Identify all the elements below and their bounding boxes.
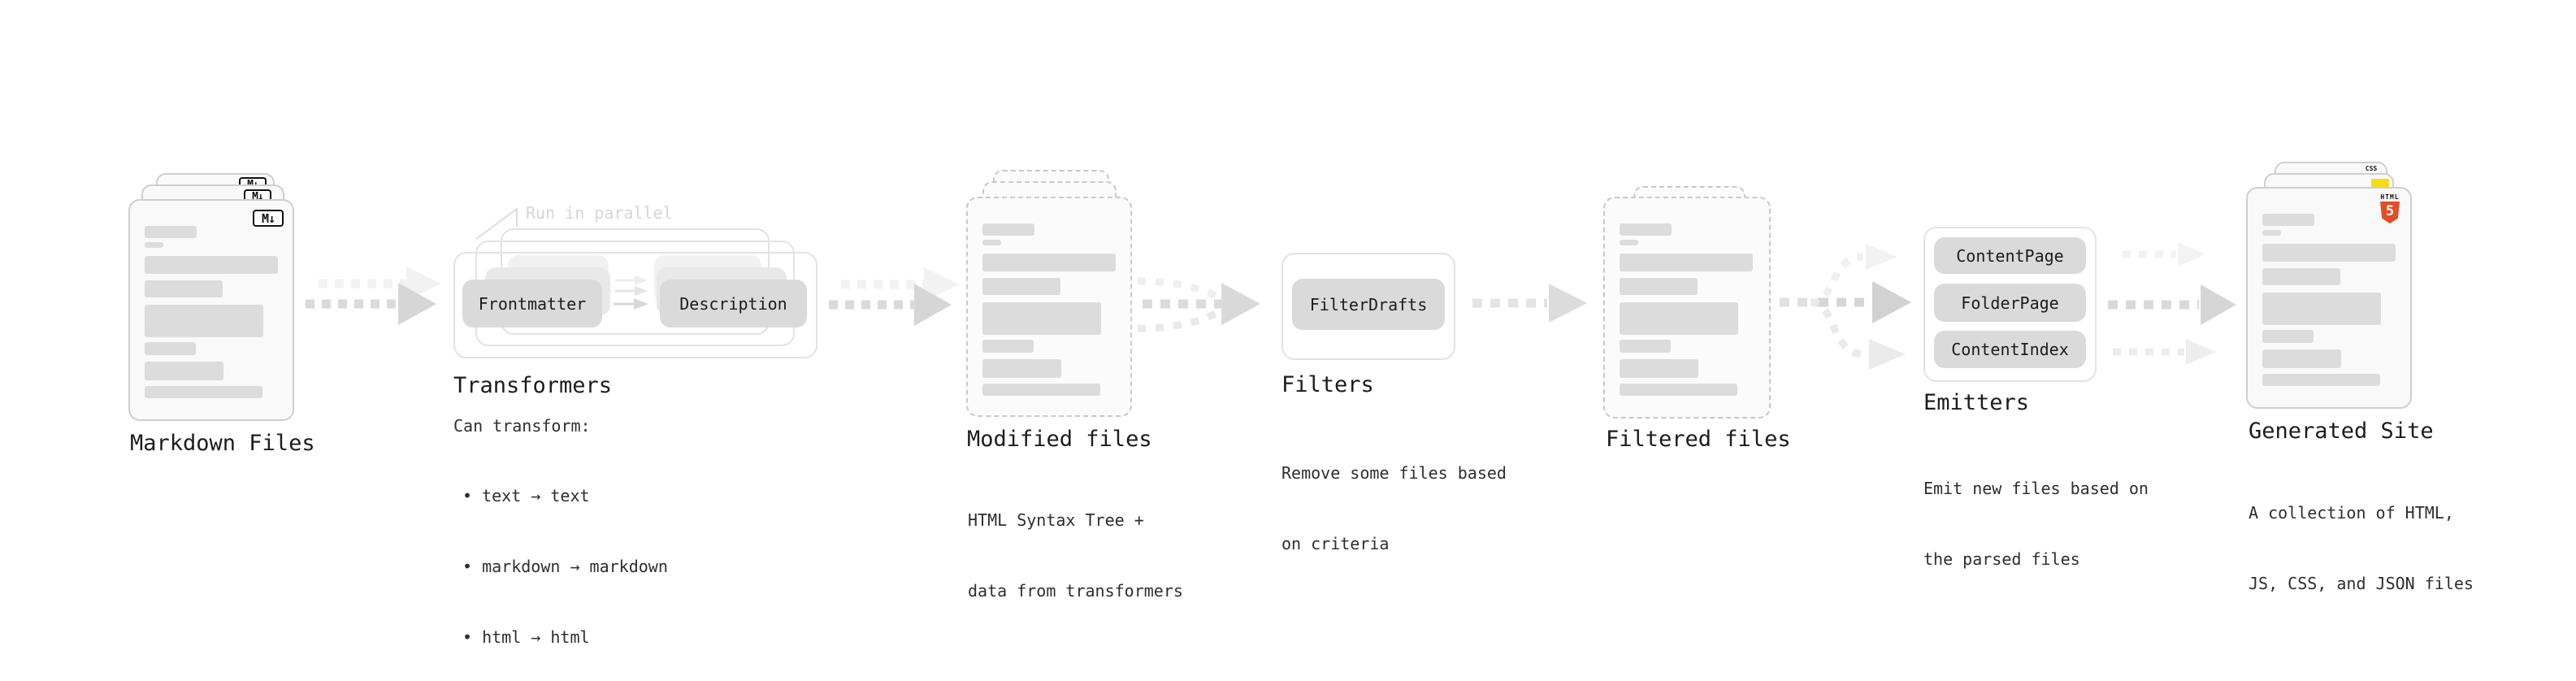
filterdrafts-chip: FilterDrafts bbox=[1292, 279, 1445, 330]
parallel-step-arrows bbox=[614, 275, 648, 310]
contentpage-chip: ContentPage bbox=[1934, 237, 2086, 274]
skeleton-line bbox=[982, 302, 1101, 335]
skeleton-line bbox=[2262, 230, 2281, 236]
contentindex-chip: ContentIndex bbox=[1934, 331, 2086, 368]
emitters-desc: Emit new files based on the parsed files bbox=[1923, 430, 2149, 595]
skeleton-line bbox=[1620, 359, 1698, 378]
run-in-parallel-note: Run in parallel bbox=[526, 203, 673, 223]
run-in-parallel-callout-line bbox=[475, 207, 518, 240]
filtered-file-card bbox=[1603, 197, 1771, 419]
skeleton-line bbox=[145, 342, 196, 355]
desc-line: data from transformers bbox=[968, 581, 1183, 601]
modified-file-card bbox=[966, 197, 1132, 417]
stage-title-generated-site: Generated Site bbox=[2249, 419, 2434, 444]
html5-icon: HTML 5 bbox=[2378, 193, 2402, 223]
skeleton-line bbox=[2262, 214, 2314, 226]
skeleton-line bbox=[1620, 278, 1698, 295]
arrows-emitters-to-generated bbox=[2108, 242, 2236, 365]
markdown-icon: M↓ bbox=[253, 210, 284, 227]
skeleton-line bbox=[1620, 254, 1753, 271]
filters-desc: Remove some files based on criteria bbox=[1281, 414, 1507, 579]
skeleton-line bbox=[145, 242, 163, 248]
bullet-item: • html → html bbox=[462, 627, 590, 647]
arrow-modified-to-filters bbox=[1137, 277, 1260, 332]
description-chip: Description bbox=[660, 280, 807, 327]
skeleton-line bbox=[1620, 340, 1671, 353]
skeleton-line bbox=[982, 223, 1034, 236]
desc-line: A collection of HTML, bbox=[2249, 503, 2454, 523]
bullet-item: • text → text bbox=[462, 486, 590, 505]
arrow-filtered-to-emitters bbox=[1780, 244, 1911, 370]
stage-title-transformers: Transformers bbox=[453, 373, 613, 398]
skeleton-line bbox=[1620, 240, 1638, 245]
skeleton-line bbox=[145, 386, 262, 398]
stage-title-filtered-files: Filtered files bbox=[1606, 427, 1791, 452]
skeleton-line bbox=[2262, 330, 2314, 343]
skeleton-line bbox=[145, 280, 223, 297]
javascript-icon bbox=[2371, 179, 2389, 189]
skeleton-line bbox=[2262, 293, 2381, 325]
skeleton-line bbox=[982, 340, 1034, 353]
bullet-item: • markdown → markdown bbox=[462, 557, 668, 576]
arrow-transformers-to-modified bbox=[829, 267, 959, 326]
stage-title-emitters: Emitters bbox=[1923, 390, 2030, 415]
desc-line: on criteria bbox=[1281, 534, 1390, 553]
generated-file-card: HTML 5 bbox=[2246, 187, 2412, 409]
skeleton-line bbox=[1620, 384, 1737, 396]
skeleton-line bbox=[2262, 244, 2396, 262]
skeleton-line bbox=[145, 256, 278, 274]
skeleton-line bbox=[145, 226, 197, 238]
skeleton-line bbox=[982, 384, 1100, 396]
stage-title-modified-files: Modified files bbox=[967, 427, 1152, 452]
skeleton-line bbox=[982, 278, 1060, 295]
transformers-bullets: • text → text • markdown → markdown • ht… bbox=[462, 437, 668, 673]
skeleton-line bbox=[1620, 302, 1738, 335]
modified-files-desc: HTML Syntax Tree + data from transformer… bbox=[968, 462, 1183, 627]
desc-line: Emit new files based on bbox=[1923, 479, 2149, 498]
skeleton-line bbox=[2262, 349, 2341, 368]
folderpage-chip: FolderPage bbox=[1934, 284, 2086, 322]
desc-line: HTML Syntax Tree + bbox=[968, 510, 1144, 530]
skeleton-line bbox=[982, 240, 1001, 245]
desc-line: the parsed files bbox=[1923, 549, 2080, 569]
frontmatter-chip: Frontmatter bbox=[462, 280, 602, 327]
skeleton-line bbox=[2262, 374, 2380, 386]
transformers-frame-front bbox=[453, 252, 817, 358]
skeleton-line bbox=[2262, 268, 2340, 285]
skeleton-line bbox=[982, 254, 1116, 271]
generated-site-desc: A collection of HTML, JS, CSS, and JSON … bbox=[2249, 454, 2474, 619]
transformers-desc-heading: Can transform: bbox=[453, 416, 591, 436]
skeleton-line bbox=[145, 362, 223, 380]
skeleton-line bbox=[1620, 223, 1672, 236]
skeleton-line bbox=[982, 359, 1061, 378]
stage-title-filters: Filters bbox=[1281, 372, 1374, 397]
desc-line: Remove some files based bbox=[1281, 463, 1507, 483]
arrow-markdown-to-transformers bbox=[306, 267, 441, 325]
stage-title-markdown-files: Markdown Files bbox=[130, 431, 315, 456]
markdown-file-card: M↓ bbox=[128, 199, 294, 421]
desc-line: JS, CSS, and JSON files bbox=[2249, 574, 2474, 593]
arrow-filters-to-filtered bbox=[1472, 284, 1587, 323]
skeleton-line bbox=[145, 305, 263, 337]
